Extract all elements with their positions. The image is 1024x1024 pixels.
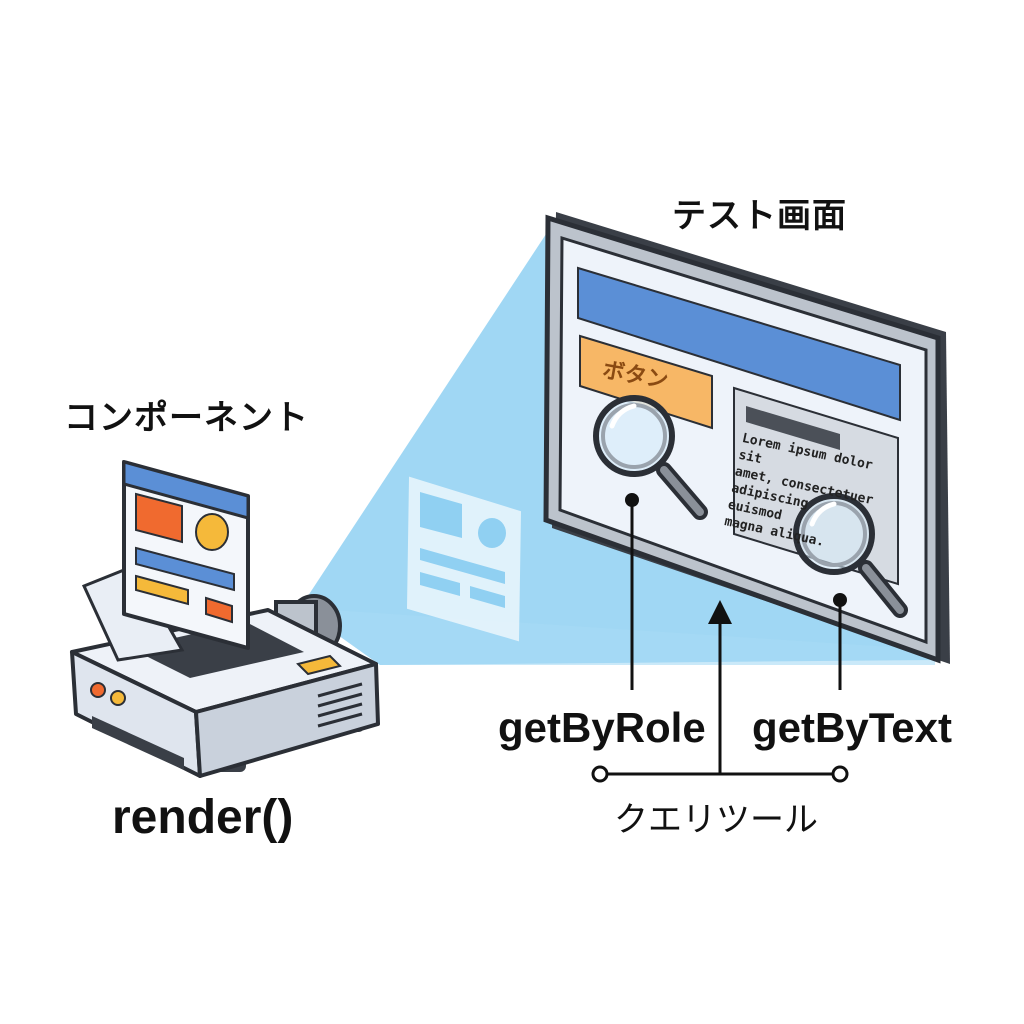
query-getbytext-label: getByText: [752, 704, 952, 751]
screen-panel-title-bar: [746, 406, 840, 450]
layout-ghost-icon: [406, 476, 522, 642]
query-getbyrole-label: getByRole: [498, 704, 706, 751]
projector-icon: [70, 460, 380, 778]
magnifier-icon: [593, 395, 708, 520]
arrow-up-icon: [708, 600, 732, 774]
magnifier-icon: [793, 493, 908, 618]
screen-button: [579, 334, 713, 430]
test-screen-label: テスト画面: [672, 196, 847, 236]
query-tools-label: クエリツール: [614, 800, 818, 840]
query-pointers: [625, 493, 847, 690]
render-label: render(): [112, 791, 294, 844]
screen-header-bar: [577, 266, 901, 422]
component-label: コンポーネント: [64, 398, 309, 438]
